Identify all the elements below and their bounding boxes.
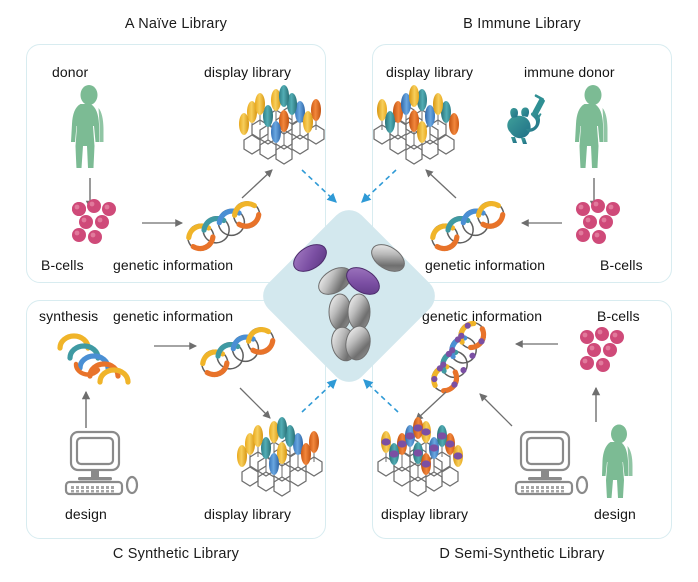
panel-d-arrow-genes-to-library	[415, 391, 447, 421]
panel-a-label-display-library: display library	[204, 64, 292, 80]
panel-c-label-genetic-information: genetic information	[113, 308, 234, 324]
panel-c-arrow-synthesis-to-genes	[154, 342, 198, 350]
human-silhouette-icon	[602, 424, 633, 498]
panel-c-label-synthesis: synthesis	[39, 308, 99, 324]
panel-a-arrow-genes-to-library	[241, 169, 273, 199]
panel-b-label-display-library: display library	[386, 64, 474, 80]
panel-d-title: D Semi-Synthetic Library	[439, 546, 605, 562]
panel-d-label-display-library: display library	[381, 506, 469, 522]
panel-b-arrow-genes-to-library	[425, 169, 457, 199]
human-silhouette-icon	[575, 85, 608, 168]
hexagonal-display-lattice-icon	[373, 85, 459, 165]
panel-a-title: A Naïve Library	[124, 16, 228, 32]
panel-b-arrow-bcells-to-genes	[520, 219, 562, 227]
desktop-computer-icon	[64, 430, 139, 496]
panel-c-title: C Synthetic Library	[112, 546, 240, 562]
panel-b-dashed-arrow-to-antibody	[361, 169, 397, 203]
panel-a-label-genetic-information: genetic information	[113, 257, 234, 273]
igg-antibody-icon	[293, 244, 405, 362]
hexagonal-display-lattice-icon	[377, 417, 463, 497]
panel-a-label-donor: donor	[52, 64, 89, 80]
panel-b-immune-library	[372, 44, 672, 283]
panel-b-label-immune-donor: immune donor	[524, 64, 615, 80]
b-cell-cluster-icon	[580, 327, 624, 372]
panel-a-dashed-arrow-to-antibody	[301, 169, 337, 203]
panel-b-title: B Immune Library	[463, 16, 581, 32]
panel-c-synthetic-library	[26, 300, 326, 539]
panel-d-dashed-arrow-to-antibody	[363, 379, 399, 413]
panel-a-arrow-bcells-to-genes	[142, 219, 184, 227]
synthetic-dna-arc-icon	[57, 333, 131, 385]
panel-d-semi-synthetic-library	[372, 300, 672, 539]
panel-c-label-display-library: display library	[204, 506, 292, 522]
panel-b-label-genetic-information: genetic information	[425, 257, 546, 273]
panel-d-label-genetic-information: genetic information	[422, 308, 543, 324]
human-silhouette-icon	[71, 85, 104, 168]
panel-d-arrow-bcells-to-genes	[514, 340, 558, 348]
plasmid-ring-chain-icon	[200, 327, 276, 378]
panel-d-label-design: design	[594, 506, 636, 522]
mouse-with-syringe-icon	[507, 94, 545, 144]
hexagonal-display-lattice-icon	[239, 85, 325, 165]
panel-d-label-b-cells: B-cells	[597, 308, 640, 324]
plasmid-ring-chain-icon	[186, 201, 262, 252]
plasmid-ring-chain-icon	[430, 201, 506, 252]
hexagonal-display-lattice-icon	[237, 417, 323, 497]
panel-c-arrow-genes-to-library	[239, 387, 271, 419]
b-cell-cluster-icon	[72, 199, 116, 244]
panel-b-label-b-cells: B-cells	[600, 257, 643, 273]
desktop-computer-icon	[514, 430, 589, 496]
panel-c-arrow-design-to-synthesis	[81, 390, 91, 428]
panel-a-label-b-cells: B-cells	[41, 257, 84, 273]
panel-c-label-design: design	[65, 506, 107, 522]
panel-c-dashed-arrow-to-antibody	[301, 379, 337, 413]
b-cell-cluster-icon	[576, 199, 620, 244]
panel-d-arrow-design-to-genes	[479, 393, 513, 427]
panel-d-arrow-design-to-bcells	[591, 386, 601, 422]
plasmid-ring-chain-icon	[431, 320, 487, 394]
panel-a-naive-library	[26, 44, 326, 283]
